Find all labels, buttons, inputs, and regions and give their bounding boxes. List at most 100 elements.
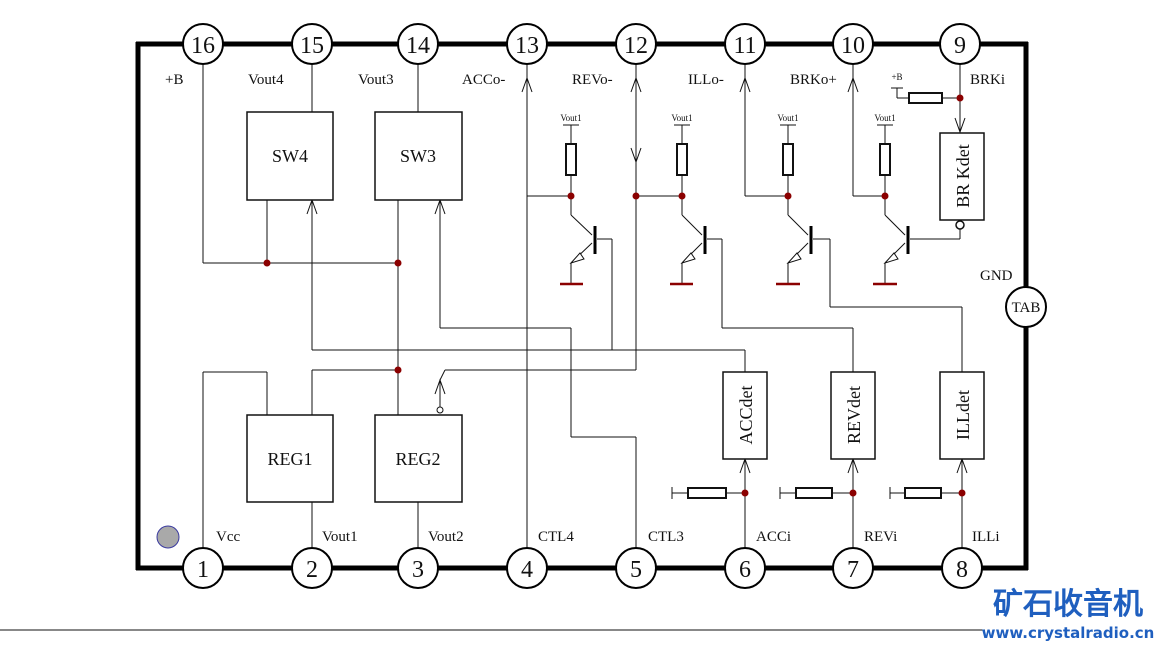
pin-label: Vout2 <box>428 529 464 545</box>
pin-label: REVo- <box>572 72 613 88</box>
supply-tap-labels: Vout1 Vout1 Vout1 Vout1 +B <box>560 72 902 123</box>
block-sw4-label: SW4 <box>272 146 308 166</box>
block-revdet: REVdet <box>830 371 876 460</box>
pin-number: 1 <box>197 557 209 583</box>
pin-circle <box>291 547 333 589</box>
pin-number: 15 <box>300 33 324 59</box>
pin-label: CTL3 <box>648 529 684 545</box>
pin-circle <box>397 547 439 589</box>
pin-circle <box>724 547 766 589</box>
pin-number: 9 <box>954 33 966 59</box>
wiring <box>202 64 963 550</box>
pin-circle <box>506 23 548 65</box>
pin-number: 12 <box>624 33 648 59</box>
block-revdet-label: REVdet <box>844 386 864 444</box>
block-reg2: REG2 <box>374 414 463 503</box>
transistor-bases <box>593 226 910 254</box>
supply-label-vout1: Vout1 <box>777 113 798 123</box>
block-sw3-label: SW3 <box>400 146 436 166</box>
pin-circle <box>182 23 224 65</box>
pin-label: ILLi <box>972 529 1000 545</box>
pin-number: 3 <box>412 557 424 583</box>
pin-number: 2 <box>306 557 318 583</box>
block-brkdet-label: BR Kdet <box>953 144 973 208</box>
block-illdet-label: ILLdet <box>953 390 973 440</box>
bottom-pin-6: 6 ACCi <box>724 529 791 589</box>
pin-number: 13 <box>515 33 539 59</box>
tab-terminal: GND TAB <box>980 268 1047 328</box>
pin-label: Vout4 <box>248 72 284 88</box>
pin-label: BRKo+ <box>790 72 837 88</box>
pin-number: 4 <box>521 557 533 583</box>
bottom-pin-1: 1 Vcc <box>182 529 240 589</box>
pin-circle <box>397 23 439 65</box>
pin-label: ACCi <box>756 529 791 545</box>
pin-label: BRKi <box>970 72 1005 88</box>
inverting-output-icon <box>955 220 965 230</box>
pin-number: 5 <box>630 557 642 583</box>
supply-label-plus-b: +B <box>891 72 902 82</box>
pin-circle <box>506 547 548 589</box>
junction-dots <box>263 94 966 497</box>
pin-circle <box>832 547 874 589</box>
pin1-marker-icon <box>156 525 180 549</box>
block-accdet-label: ACCdet <box>736 385 756 444</box>
top-pin-16: 16 +B <box>165 23 224 88</box>
block-reg2-label: REG2 <box>396 449 441 469</box>
watermark-title: 矿石收音机 <box>993 587 1143 622</box>
pin-label: ACCo- <box>462 72 505 88</box>
block-sw4: SW4 <box>246 111 334 201</box>
pin-number: 8 <box>956 557 968 583</box>
watermark-url: www.crystalradio.cn <box>982 624 1155 642</box>
block-sw3: SW3 <box>374 111 463 201</box>
supply-label-vout1: Vout1 <box>874 113 895 123</box>
pin-circle <box>291 23 333 65</box>
block-reg1-label: REG1 <box>268 449 313 469</box>
block-illdet: ILLdet <box>939 371 985 460</box>
pin-label: CTL4 <box>538 529 574 545</box>
block-reg1: REG1 <box>246 414 334 503</box>
supply-label-vout1: Vout1 <box>671 113 692 123</box>
supply-taps <box>563 87 903 135</box>
pin-circle <box>182 547 224 589</box>
emitter-arrows <box>569 252 899 265</box>
pin-number: 16 <box>191 33 215 59</box>
pin-label: REVi <box>864 529 897 545</box>
pin-label: ILLo- <box>688 72 724 88</box>
pin-label: Vout1 <box>322 529 358 545</box>
pin-circle <box>615 23 657 65</box>
pin-circle <box>939 23 981 65</box>
pin-label: Vout3 <box>358 72 394 88</box>
block-brkdet: BR Kdet <box>939 132 985 230</box>
supply-label-vout1: Vout1 <box>560 113 581 123</box>
package-outline <box>135 41 1029 571</box>
pin-circle <box>615 547 657 589</box>
pin-number: 10 <box>841 33 865 59</box>
pin-label: Vcc <box>216 529 240 545</box>
pin-label: +B <box>165 72 183 88</box>
pin-number: 6 <box>739 557 751 583</box>
pin-number: 11 <box>733 33 756 59</box>
block-accdet: ACCdet <box>722 371 768 460</box>
tab-label: TAB <box>1012 300 1041 316</box>
bottom-pin-4: 4 CTL4 <box>506 529 574 589</box>
pin-number: 14 <box>406 33 430 59</box>
top-pins: 16+B15Vout414Vout313ACCo-12REVo-11ILLo-1… <box>165 23 1005 88</box>
resistors <box>565 92 943 499</box>
gnd-label: GND <box>980 268 1013 284</box>
pin-circle <box>941 547 983 589</box>
bottom-pin-5: 5 CTL3 <box>615 529 684 589</box>
pin-circle <box>832 23 874 65</box>
